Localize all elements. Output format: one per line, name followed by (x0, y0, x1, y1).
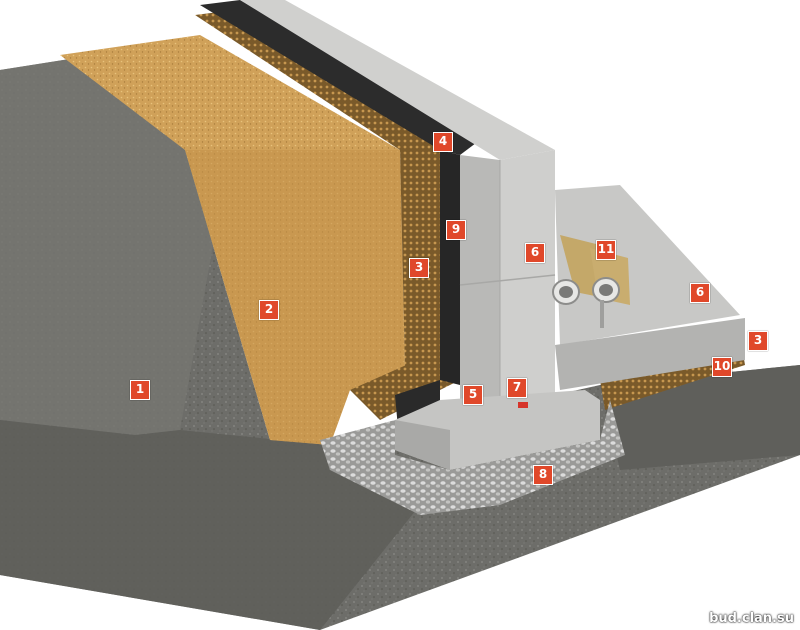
tag-9: 9 (446, 220, 466, 240)
concrete-wall-blocks (240, 0, 556, 410)
tag-1: 1 (130, 380, 150, 400)
anchor-mark (518, 402, 528, 408)
tag-3-right: 3 (748, 331, 768, 351)
sand-backfill (60, 35, 405, 445)
tag-2: 2 (259, 300, 279, 320)
tag-8: 8 (533, 465, 553, 485)
tag-6-wall: 6 (525, 243, 545, 263)
tag-5: 5 (463, 385, 483, 405)
watermark: bud.clan.su (709, 611, 794, 626)
gravel-bed (320, 400, 625, 515)
soil-block (0, 55, 800, 630)
tag-10: 10 (712, 357, 732, 377)
tag-3-left: 3 (409, 258, 429, 278)
tag-11: 11 (596, 240, 616, 260)
tag-6-slab: 6 (690, 283, 710, 303)
drain-pipes (552, 235, 630, 328)
tag-4: 4 (433, 132, 453, 152)
tag-7: 7 (507, 378, 527, 398)
strip-footing (395, 390, 600, 470)
